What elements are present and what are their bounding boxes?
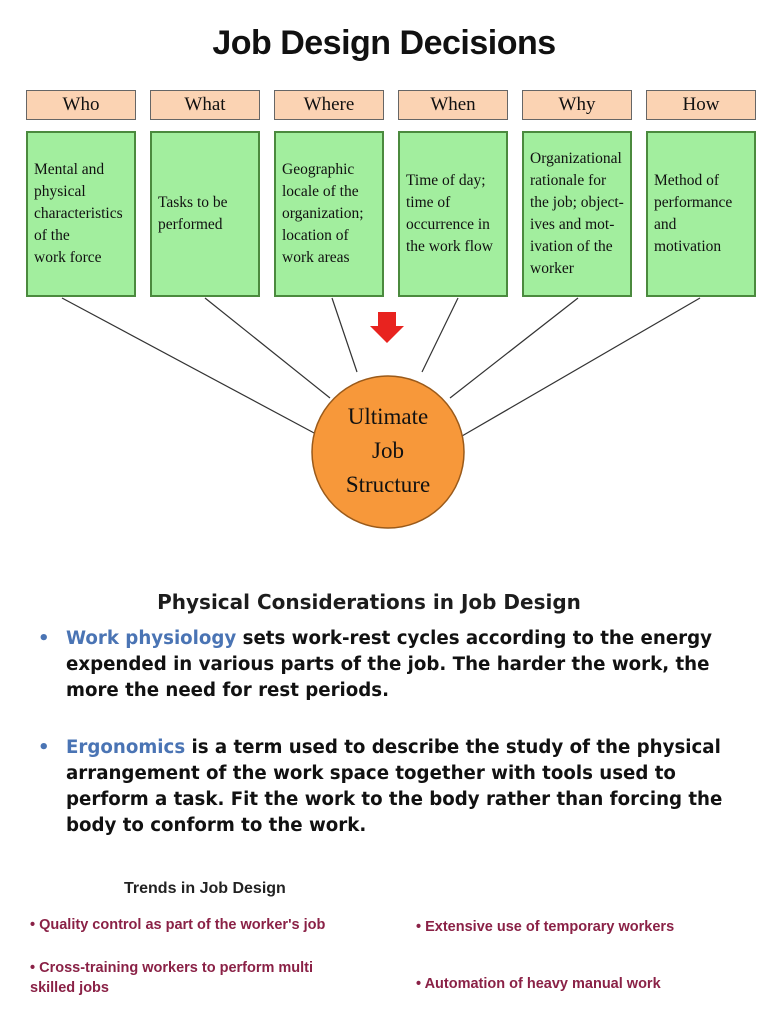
trend-bullet-icon: •: [30, 917, 40, 933]
connector-line: [204, 297, 331, 399]
header-why: Why: [522, 90, 632, 120]
box-line: rationale for: [530, 172, 607, 189]
box-line: Tasks to be: [158, 194, 228, 211]
bullet-text: is a term used to describe the study of …: [66, 737, 723, 836]
box-line: location of: [282, 227, 349, 244]
box-who: Mental and physical characteristics of t…: [26, 131, 136, 297]
bullet-ergonomics: • Ergonomics is a term used to describe …: [38, 735, 726, 839]
box-line: and: [654, 216, 677, 233]
box-line: occurrence in: [406, 216, 490, 233]
trend-bullet-icon: •: [416, 976, 425, 992]
connector-line: [449, 297, 579, 399]
box-line: motivation: [654, 238, 722, 255]
box-line: Method of: [654, 172, 720, 189]
connector-line: [421, 297, 459, 373]
box-line: worker: [530, 260, 574, 277]
circle-label: Ultimate Job Structure: [310, 400, 466, 502]
trend-item: • Extensive use of temporary workers: [416, 917, 746, 937]
box-line: characteristics: [34, 205, 123, 222]
box-what: Tasks to be performed: [150, 131, 260, 297]
term-work-physiology: Work physiology: [66, 628, 237, 649]
box-when: Time of day; time of occurrence in the w…: [398, 131, 508, 297]
trend-item: • Automation of heavy manual work: [416, 974, 746, 994]
box-line: ivation of the: [530, 238, 613, 255]
bullet-dot-icon: •: [38, 628, 50, 649]
bullet-text: sets work-rest cycles according to the e…: [66, 628, 712, 701]
trend-text: Automation of heavy manual work: [424, 976, 661, 992]
connector-diagram: [61, 297, 701, 529]
trend-bullet-icon: •: [416, 919, 426, 935]
box-line: Geographic: [282, 161, 355, 178]
connector-line: [461, 297, 701, 437]
box-line: Mental and: [34, 161, 105, 178]
box-line: physical: [34, 183, 86, 200]
box-how: Method of performance and motivation: [646, 131, 756, 297]
box-line: Organizational: [530, 150, 622, 167]
header-who: Who: [26, 90, 136, 120]
header-where: Where: [274, 90, 384, 120]
box-line: ives and mot-: [530, 216, 615, 233]
bullet-work-physiology: • Work physiology sets work-rest cycles …: [38, 626, 726, 704]
box-line: Time of day;: [406, 172, 486, 189]
box-line: the work flow: [406, 238, 493, 255]
circle-line: Job: [372, 438, 404, 463]
header-how: How: [646, 90, 756, 120]
box-line: work areas: [282, 249, 350, 266]
circle-line: Ultimate: [347, 404, 429, 429]
box-line: time of: [406, 194, 451, 211]
down-arrow-icon: [370, 312, 404, 343]
box-line: the job; object-: [530, 194, 624, 211]
page-title: Job Design Decisions: [212, 24, 556, 62]
trend-text: Cross-training workers to perform multi …: [30, 960, 314, 996]
header-what: What: [150, 90, 260, 120]
bullet-dot-icon: •: [38, 737, 50, 758]
connector-line: [61, 297, 317, 435]
header-when: When: [398, 90, 508, 120]
box-line: of the: [34, 227, 70, 244]
trend-item: • Quality control as part of the worker'…: [30, 915, 390, 935]
trend-item: • Cross-training workers to perform mult…: [30, 958, 360, 998]
term-ergonomics: Ergonomics: [66, 737, 186, 758]
trend-text: Quality control as part of the worker's …: [39, 917, 326, 933]
ultimate-job-structure-circle: [311, 375, 465, 529]
circle-line: Structure: [345, 472, 431, 497]
box-line: locale of the: [282, 183, 359, 200]
trends-heading: Trends in Job Design: [124, 880, 286, 897]
box-line: work force: [34, 249, 102, 266]
box-line: organization;: [282, 205, 364, 222]
physical-heading: Physical Considerations in Job Design: [157, 590, 581, 614]
trend-text: Extensive use of temporary workers: [425, 919, 675, 935]
box-line: performance: [654, 194, 733, 211]
box-why: Organizational rationale for the job; ob…: [522, 131, 632, 297]
box-where: Geographic locale of the organization; l…: [274, 131, 384, 297]
trend-bullet-icon: •: [30, 960, 40, 976]
connector-line: [331, 297, 358, 373]
box-line: performed: [158, 216, 223, 233]
